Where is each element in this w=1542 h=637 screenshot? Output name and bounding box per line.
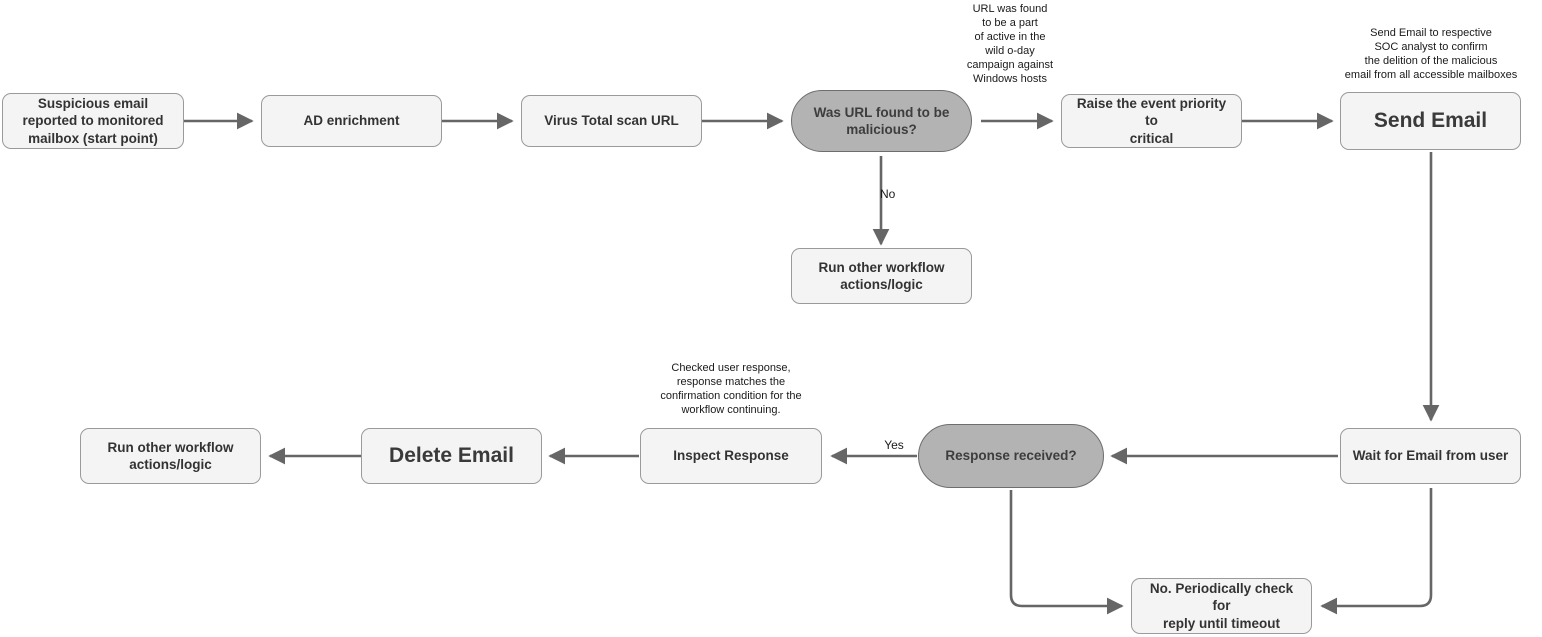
edge-label-no-branch: No [880, 187, 896, 201]
edge-wait-loop-to-periodic [1320, 488, 1433, 615]
node-decision-url-malicious[interactable]: Was URL found to be malicious? [791, 90, 972, 152]
node-raise-priority-label: Raise the event priority to critical [1076, 96, 1227, 146]
edge-label-url-campaign: URL was found to be a part of active in … [966, 3, 1054, 86]
node-wait-for-email[interactable]: Wait for Email from user [1340, 428, 1521, 484]
node-delete-email[interactable]: Delete Email [361, 428, 542, 484]
node-virus-total-scan[interactable]: Virus Total scan URL [521, 95, 702, 147]
edge-decision2-no-to-periodic [1009, 490, 1124, 615]
node-inspect-response[interactable]: Inspect Response [640, 428, 822, 484]
node-raise-priority[interactable]: Raise the event priority to critical [1061, 94, 1242, 148]
node-delete-email-label: Delete Email [389, 443, 514, 467]
node-run-other-workflow-1[interactable]: Run other workflow actions/logic [791, 248, 972, 304]
node-wait-for-email-label: Wait for Email from user [1352, 448, 1509, 464]
node-decision-response-received[interactable]: Response received? [918, 424, 1104, 488]
node-run-other-workflow-1-label: Run other workflow actions/logic [818, 259, 945, 292]
node-send-email-label: Send Email [1373, 108, 1488, 132]
node-periodic-check[interactable]: No. Periodically check for reply until t… [1131, 578, 1312, 634]
node-inspect-response-label: Inspect Response [673, 448, 789, 464]
node-virus-total-scan-label: Virus Total scan URL [544, 113, 679, 129]
edge-label-send-email-note: Send Email to respective SOC analyst to … [1344, 27, 1518, 82]
node-run-other-workflow-2[interactable]: Run other workflow actions/logic [80, 428, 261, 484]
node-start-label: Suspicious email reported to monitored m… [22, 96, 164, 146]
edge-label-checked-response-note: Checked user response, response matches … [660, 362, 802, 417]
node-periodic-check-label: No. Periodically check for reply until t… [1149, 581, 1294, 631]
node-ad-enrichment[interactable]: AD enrichment [261, 95, 442, 147]
node-decision-url-malicious-label: Was URL found to be malicious? [813, 104, 950, 137]
node-send-email[interactable]: Send Email [1340, 92, 1521, 150]
node-start[interactable]: Suspicious email reported to monitored m… [2, 93, 184, 149]
edge-label-yes-branch: Yes [884, 438, 904, 452]
node-ad-enrichment-label: AD enrichment [303, 113, 400, 129]
node-run-other-workflow-2-label: Run other workflow actions/logic [107, 439, 234, 472]
node-decision-response-received-label: Response received? [945, 448, 1077, 464]
